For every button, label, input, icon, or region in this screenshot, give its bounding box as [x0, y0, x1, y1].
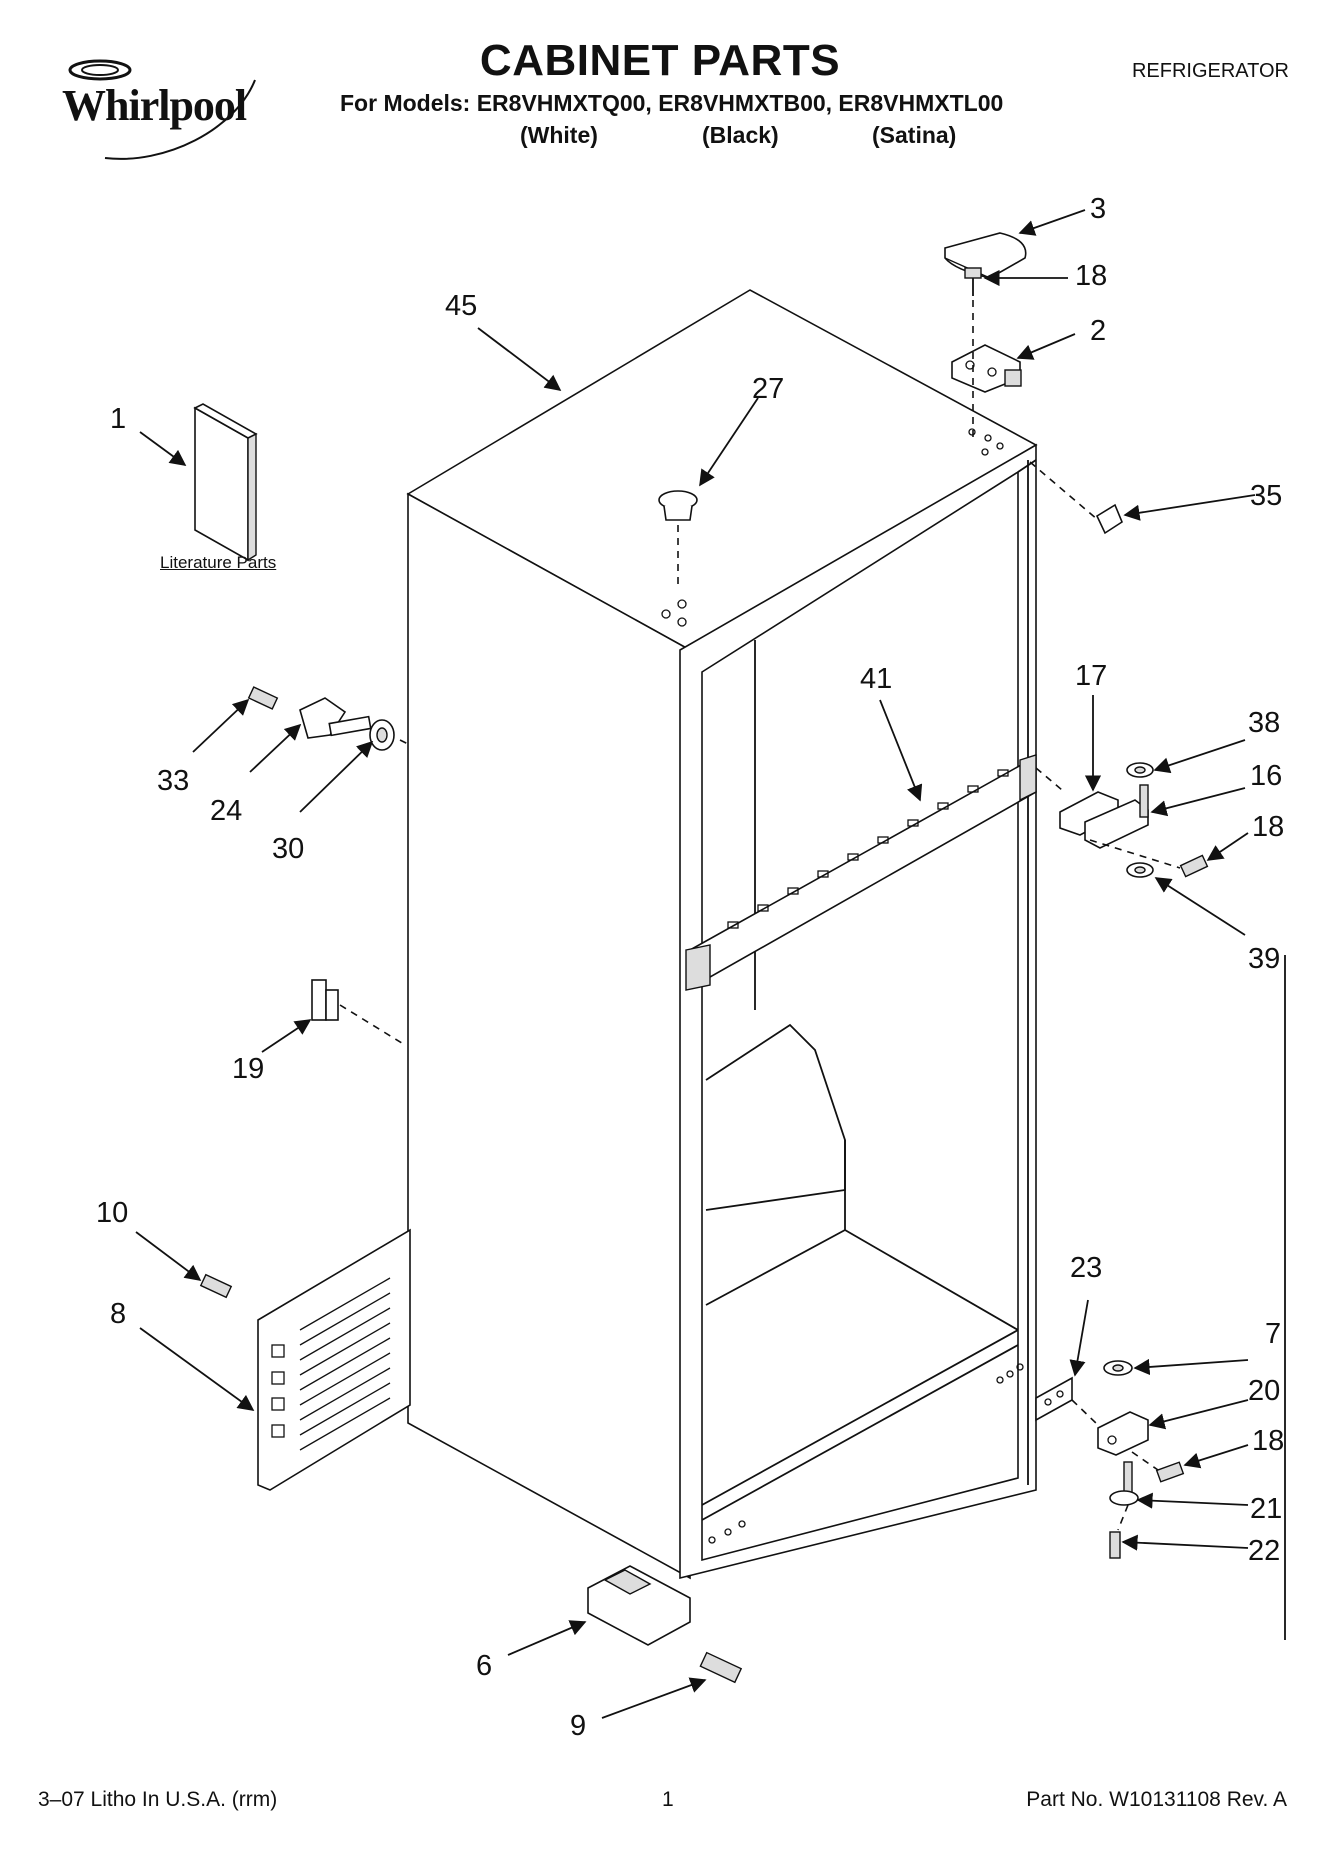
models-line: For Models: ER8VHMXTQ00, ER8VHMXTB00, ER… [340, 90, 1004, 116]
whirlpool-swirl-icon [68, 59, 256, 160]
bottom-hinge [1097, 1411, 1149, 1456]
footer-page-number: 1 [662, 1788, 674, 1811]
callout-16: 16 [1250, 760, 1282, 792]
screw-access-panel [199, 1273, 233, 1299]
center-hinge [1059, 784, 1149, 849]
leveling-bracket [587, 1565, 691, 1646]
callout-30: 30 [272, 833, 304, 865]
callout-10: 10 [96, 1197, 128, 1229]
callout-23: 23 [1070, 1252, 1102, 1284]
callout-7: 7 [1265, 1318, 1281, 1350]
callout-9: 9 [570, 1710, 586, 1742]
callout-39: 39 [1248, 943, 1280, 975]
brand-name: Whirlpool [62, 81, 247, 130]
washer-39 [1126, 862, 1154, 878]
variant-satina: (Satina) [872, 122, 957, 148]
page-title: CABINET PARTS [479, 36, 841, 85]
hinge-pin-21 [1109, 1461, 1139, 1506]
callout-33: 33 [157, 765, 189, 797]
footer-litho: 3–07 Litho In U.S.A. (rrm) [38, 1788, 278, 1811]
leader-arrows [135, 209, 1256, 1719]
callout-17: 17 [1075, 660, 1107, 692]
washer-7 [1103, 1360, 1133, 1376]
footer-part-number: Part No. W10131108 Rev. A [1026, 1788, 1287, 1811]
callout-27: 27 [752, 373, 784, 405]
callout-19: 19 [232, 1053, 264, 1085]
callout-21: 21 [1250, 1493, 1282, 1525]
screw-bottom-hinge [1155, 1461, 1185, 1483]
top-hinge [951, 344, 1022, 393]
variant-black: (Black) [702, 122, 779, 148]
mullion-slots [727, 769, 1009, 929]
callout-1: 1 [110, 403, 126, 435]
callout-35: 35 [1250, 480, 1282, 512]
leveling-leg-screw [699, 1651, 743, 1684]
callout-18-center: 18 [1252, 811, 1284, 843]
variant-white: (White) [520, 122, 598, 148]
callout-38: 38 [1248, 707, 1280, 739]
washer-38 [1126, 762, 1154, 778]
access-panel [257, 1228, 411, 1491]
whirlpool-logo [55, 50, 285, 170]
literature-parts-label: Literature Parts [160, 553, 277, 572]
callout-18-top: 18 [1075, 260, 1107, 292]
callout-24: 24 [210, 795, 242, 827]
callout-45: 45 [445, 290, 477, 322]
callout-6: 3 [1090, 193, 1106, 225]
hinge-cover-top [944, 232, 1027, 279]
callout-numbers: 1 3 18 2 45 27 35 41 17 38 16 18 39 33 2… [96, 193, 1284, 1742]
callout-18-bottom: 18 [1252, 1425, 1284, 1457]
category-label: REFRIGERATOR [1131, 60, 1289, 82]
cabinet-shell [406, 289, 1038, 1580]
literature-booklet [193, 403, 258, 562]
callout-8: 8 [110, 1298, 126, 1330]
clip [311, 979, 339, 1021]
screw-center-hinge [1179, 854, 1209, 878]
screw-22 [1109, 1531, 1121, 1559]
callout-41: 41 [860, 663, 892, 695]
screw-top-hinge [964, 267, 982, 296]
callout-20: 20 [1248, 1375, 1280, 1407]
callout-3: 6 [476, 1650, 492, 1682]
callout-2: 2 [1090, 315, 1106, 347]
hinge-cap [1095, 503, 1123, 535]
top-plug [658, 490, 698, 521]
callout-22: 22 [1248, 1535, 1280, 1567]
shim-plate [1035, 1376, 1073, 1422]
assembly-guides [339, 300, 1181, 1531]
handle-mount-assembly [247, 686, 395, 751]
